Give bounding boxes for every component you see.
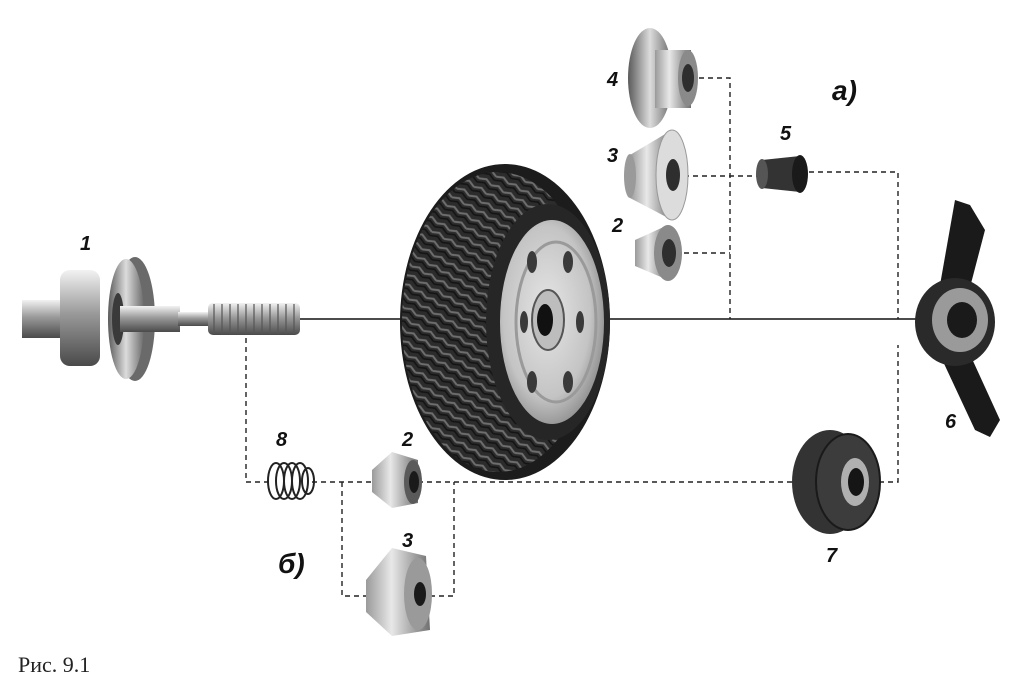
cap-5 bbox=[756, 155, 808, 193]
hub-7 bbox=[792, 430, 881, 534]
cone-4-top bbox=[628, 28, 698, 128]
label-part-7: 7 bbox=[826, 545, 838, 567]
balancer-shaft bbox=[22, 257, 300, 381]
cone-2-bottom bbox=[372, 452, 422, 508]
label-part-2-top: 2 bbox=[611, 215, 623, 237]
label-part-6: 6 bbox=[945, 411, 957, 433]
cone-3-bottom bbox=[366, 548, 432, 636]
label-part-4-top: 4 bbox=[606, 69, 618, 91]
cone-3-top bbox=[624, 129, 689, 221]
label-part-3-top: 3 bbox=[607, 145, 618, 167]
label-part-3-bottom: 3 bbox=[402, 530, 413, 552]
cone-2-top bbox=[635, 225, 682, 281]
group-label-b: б) bbox=[278, 548, 305, 579]
wing-nut-6 bbox=[915, 200, 1000, 437]
label-part-1: 1 bbox=[80, 233, 91, 255]
wheel bbox=[400, 164, 610, 480]
label-part-5: 5 bbox=[780, 123, 792, 145]
figure-caption: Рис. 9.1 bbox=[18, 652, 91, 677]
label-part-8: 8 bbox=[276, 429, 288, 451]
group-label-a: а) bbox=[832, 75, 857, 106]
label-part-2-bottom: 2 bbox=[401, 429, 413, 451]
spring-8 bbox=[267, 462, 315, 500]
